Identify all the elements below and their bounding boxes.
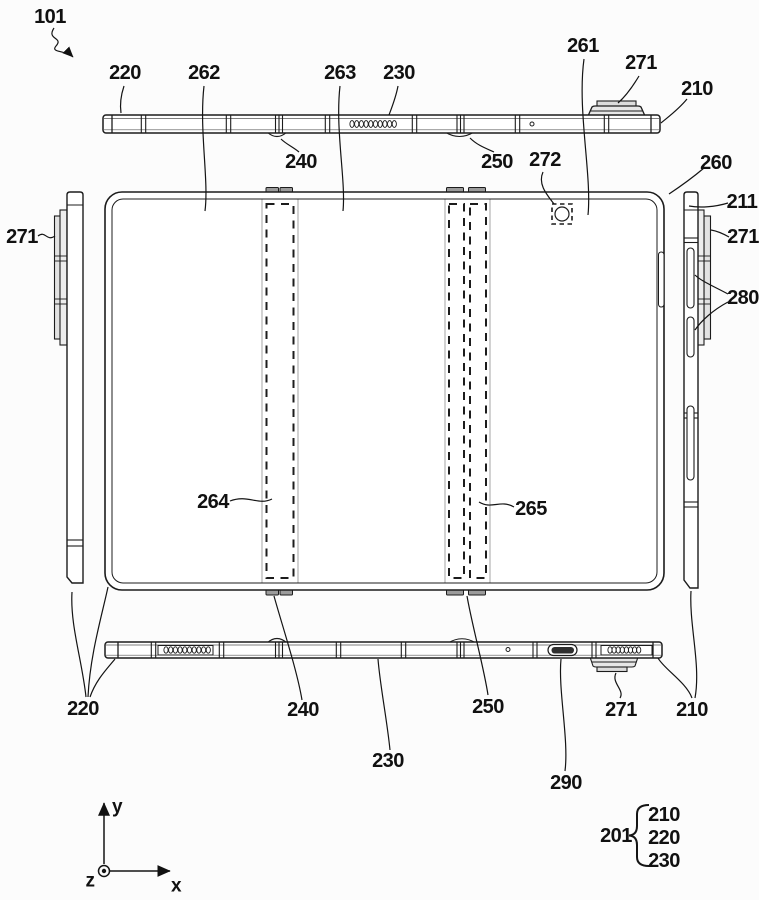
rear-camera-bump-top xyxy=(586,100,647,117)
fold-region-264 xyxy=(261,199,299,583)
leader-260 xyxy=(668,167,705,195)
microphone-hole-top xyxy=(529,121,535,127)
leader-211 xyxy=(688,202,729,208)
leader-220-bottom-b xyxy=(87,586,109,698)
leader-271-top xyxy=(617,75,640,104)
leader-240-top xyxy=(280,138,300,153)
display-outline xyxy=(111,198,658,584)
speaker-holes-top xyxy=(349,120,397,128)
leader-220-bottom-a xyxy=(71,591,87,698)
leader-220-top xyxy=(119,85,125,114)
speaker-holes-bottom-right xyxy=(600,645,653,656)
side-key-buttons xyxy=(686,247,695,481)
leader-271-left xyxy=(37,233,56,239)
leader-210-top xyxy=(660,98,688,124)
speaker-holes-bottom-left xyxy=(157,645,214,656)
left-side-view xyxy=(53,191,84,584)
leader-280-a xyxy=(694,274,729,295)
fold-region-265 xyxy=(444,199,491,583)
leader-230-bottom xyxy=(377,658,391,751)
leader-250-top xyxy=(469,137,495,153)
leader-210-bottom-b xyxy=(690,590,698,699)
leader-271-right xyxy=(710,229,730,238)
rear-camera-bump-right xyxy=(696,209,712,346)
top-edge-view xyxy=(102,100,661,138)
rear-camera-bump-left xyxy=(53,209,68,346)
edge-side-key xyxy=(658,251,665,308)
leader-210-bottom-a xyxy=(657,657,693,699)
leader-250-bottom xyxy=(466,595,489,696)
leader-262 xyxy=(202,85,207,212)
leader-lines xyxy=(37,27,730,772)
leader-265 xyxy=(478,501,515,508)
bottom-edge-view xyxy=(104,637,663,673)
leader-263 xyxy=(338,85,345,212)
right-side-view xyxy=(683,191,712,589)
leader-261 xyxy=(581,58,590,216)
leader-272 xyxy=(540,171,555,205)
leader-101 xyxy=(51,27,74,58)
group-brace xyxy=(628,804,650,867)
leader-271-bottom xyxy=(614,672,622,699)
front-view xyxy=(104,187,665,596)
axis-indicator xyxy=(97,802,171,878)
front-camera-icon xyxy=(551,203,573,225)
leader-230-top xyxy=(388,85,399,116)
leader-240-bottom xyxy=(273,595,303,701)
microphone-hole-bottom xyxy=(505,647,511,652)
leader-264 xyxy=(229,498,273,502)
usb-connector xyxy=(547,643,578,657)
rear-camera-bump-bottom xyxy=(589,656,639,673)
leader-290 xyxy=(559,658,567,772)
leader-280-b xyxy=(694,301,729,331)
leader-220-bottom-c xyxy=(89,658,116,698)
